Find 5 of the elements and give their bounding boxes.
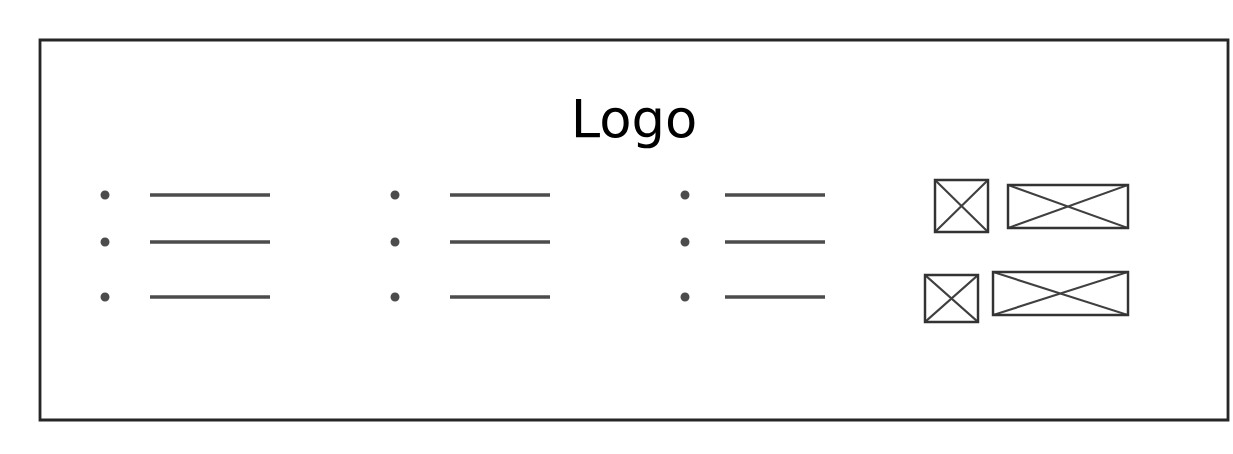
page-frame: Logo: [38, 38, 1230, 422]
image-placeholder: [933, 178, 990, 234]
image-placeholder: [991, 270, 1130, 317]
image-placeholder: [1006, 183, 1130, 230]
image-placeholder: [923, 273, 980, 324]
